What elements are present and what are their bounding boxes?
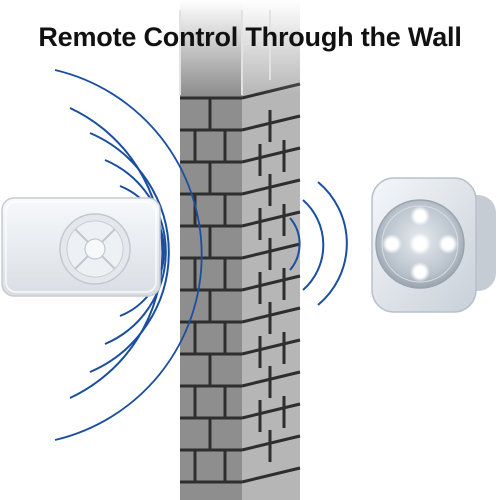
brick-wall-icon [175,0,305,500]
push-light-icon [371,177,496,313]
remote-control-icon [1,197,161,297]
signal-wave-icon [54,69,203,441]
signal-wave-icon [289,181,348,306]
headline-title: Remote Control Through the Wall [38,22,462,52]
